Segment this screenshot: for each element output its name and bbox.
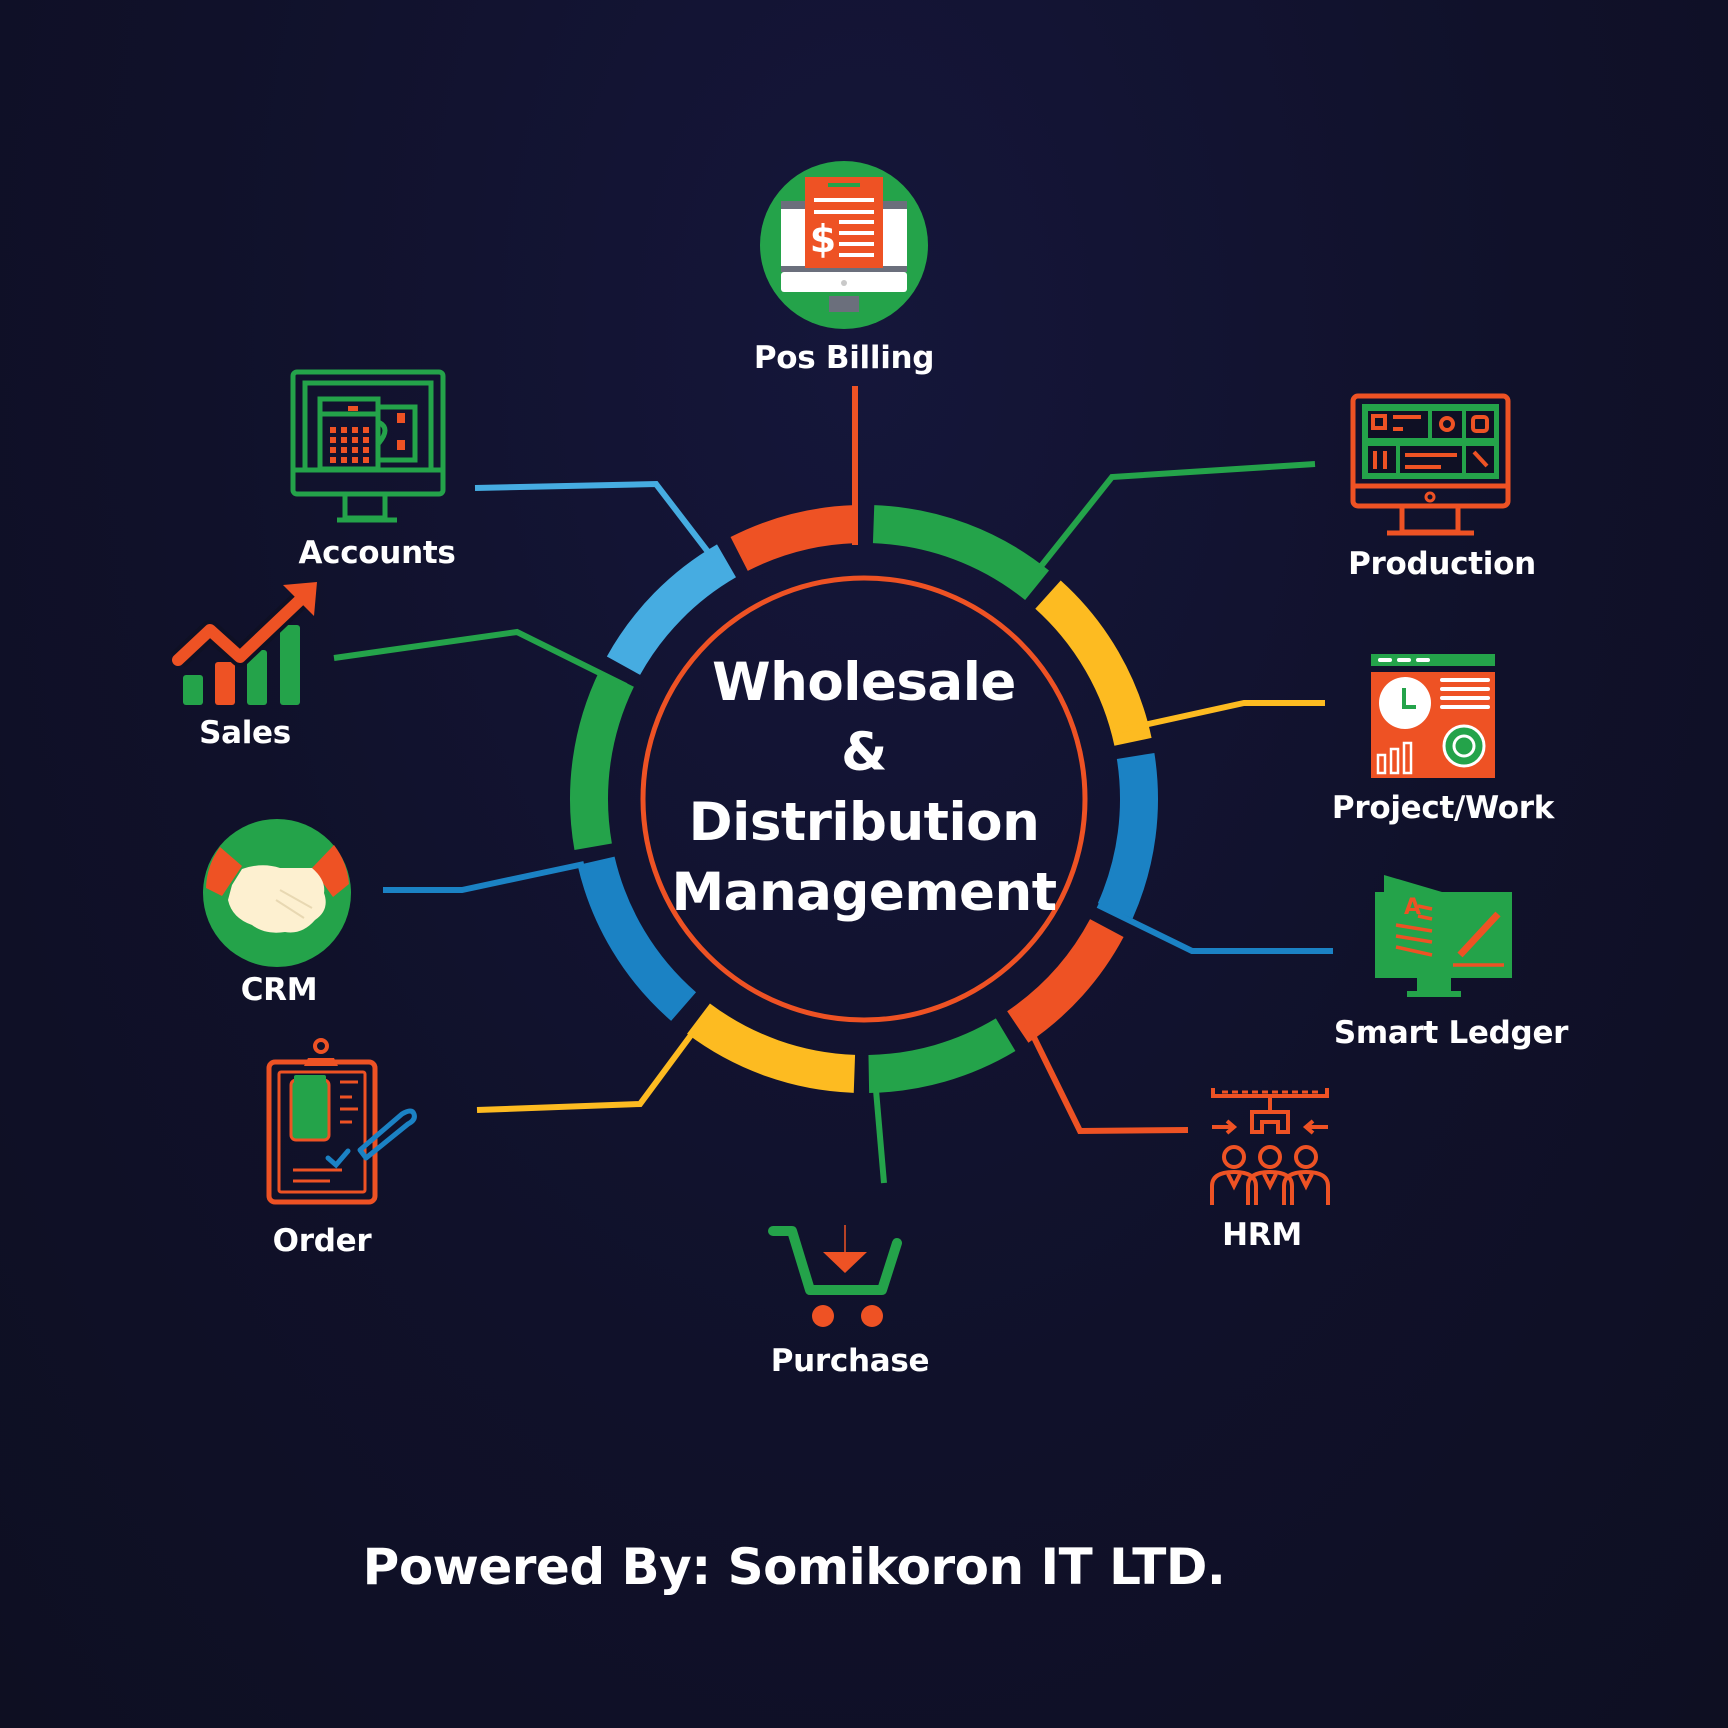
- connector-purchase: [873, 1089, 887, 1184]
- calculator-monitor-icon: [290, 369, 446, 523]
- pos-billing-monitor-icon: $: [760, 161, 928, 329]
- ring-segment: [872, 505, 1050, 601]
- module-label-order: Order: [272, 1223, 372, 1259]
- connector-project-work: [1111, 700, 1325, 735]
- growth-chart-icon: [171, 582, 317, 705]
- ring-segment: [577, 856, 697, 1021]
- center-title-line-1: Wholesale: [712, 652, 1016, 713]
- module-label-hrm: HRM: [1222, 1217, 1302, 1253]
- ring-segment: [1097, 753, 1158, 919]
- ring-segment: [687, 1003, 856, 1093]
- clipboard-pen-icon: [266, 1038, 417, 1205]
- connectors: [333, 386, 1333, 1184]
- connector-production: [1035, 461, 1316, 572]
- team-hierarchy-icon: [1210, 1088, 1330, 1205]
- ring-segment: [1006, 918, 1124, 1043]
- ledger-monitor-icon: A: [1375, 875, 1512, 997]
- inner-circle: [640, 575, 1088, 1023]
- module-label-sales: Sales: [199, 715, 291, 751]
- connector-hrm: [1020, 1013, 1189, 1135]
- handshake-icon: [203, 819, 351, 967]
- svg-text:A: A: [1404, 895, 1421, 920]
- ring-segment: [730, 505, 856, 572]
- project-dashboard-icon: [1371, 654, 1495, 778]
- module-label-smart-ledger: Smart Ledger: [1333, 1015, 1569, 1051]
- center-title-line-2: &: [841, 722, 887, 783]
- production-monitor-icon: [1350, 393, 1511, 536]
- shopping-cart-icon: [768, 1225, 902, 1327]
- center-title: Wholesale & Distribution Management: [671, 648, 1057, 928]
- connector-smart-ledger: [1096, 902, 1333, 954]
- module-label-pos-billing: Pos Billing: [753, 340, 935, 376]
- ring-segment: [570, 670, 635, 851]
- module-label-crm: CRM: [240, 972, 318, 1008]
- powered-by-footer: Powered By: Somikoron IT LTD.: [362, 1538, 1226, 1596]
- ring-segment: [1035, 580, 1152, 747]
- module-label-production: Production: [1348, 546, 1536, 582]
- connector-crm: [383, 861, 585, 893]
- connector-order: [476, 1025, 700, 1113]
- svg-text:$: $: [810, 217, 836, 261]
- module-label-project-work: Project/Work: [1331, 790, 1555, 826]
- ring-segment: [868, 1018, 1016, 1093]
- ring-segment: [606, 544, 737, 676]
- module-label-purchase: Purchase: [770, 1343, 930, 1379]
- connector-accounts: [474, 480, 731, 580]
- calculator-keys: [330, 406, 405, 463]
- module-label-accounts: Accounts: [298, 535, 456, 571]
- outer-ring: [570, 505, 1158, 1093]
- connector-sales: [333, 628, 628, 689]
- center-title-line-3: Distribution: [688, 792, 1040, 853]
- center-title-line-4: Management: [671, 862, 1057, 923]
